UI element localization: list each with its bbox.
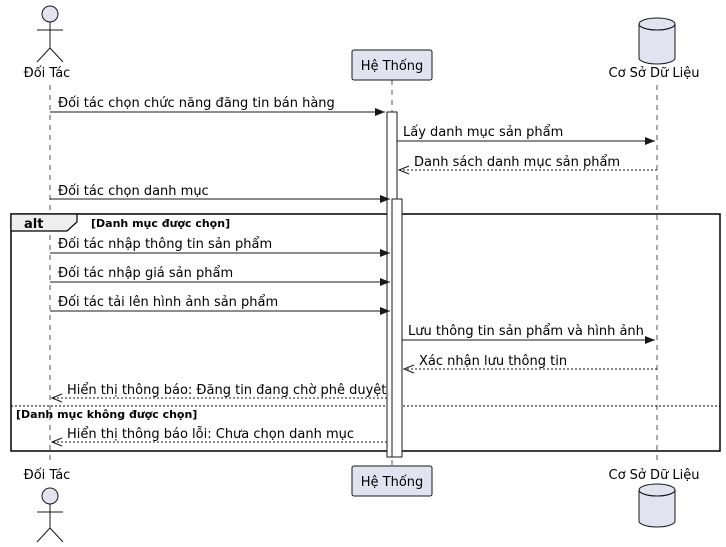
message-label: Lấy danh mục sản phẩm (403, 125, 563, 140)
arrow-head-open (397, 165, 410, 175)
alt-condition-2: [Danh mục không được chọn] (16, 408, 197, 421)
message-label: Lưu thông tin sản phẩm và hình ảnh (408, 324, 644, 339)
message-label: Hiển thị thông báo: Đăng tin đang chờ ph… (67, 383, 386, 398)
participant-box-system-top (351, 49, 433, 81)
message-label: Xác nhận lưu thông tin (419, 354, 567, 369)
arrow-head (645, 336, 655, 344)
arrow-head-open (402, 364, 415, 374)
message-label: Đối tác nhập giá sản phẩm (58, 266, 233, 281)
database-icon-bottom (638, 483, 676, 528)
participant-label-database-top: Cơ Sở Dữ Liệu (609, 66, 700, 81)
actor-partner-bottom (36, 487, 64, 543)
message-label: Đối tác chọn danh mục (58, 184, 209, 199)
message-label: Đối tác tải lên hình ảnh sản phẩm (58, 295, 278, 310)
alt-fragment: alt [Danh mục được chọn] [Danh mục không… (10, 213, 721, 452)
alt-condition-1: [Danh mục được chọn] (91, 217, 230, 230)
message-label: Đối tác nhập thông tin sản phẩm (58, 237, 272, 252)
participant-label-system-bottom: Hệ Thống (361, 475, 424, 490)
message-label: Danh sách danh mục sản phẩm (414, 155, 620, 170)
participant-label-partner-bottom: Đối Tác (24, 468, 71, 483)
message-label: Đối tác chọn chức năng đăng tin bán hàng (58, 96, 335, 111)
arrow-head (645, 137, 655, 145)
activation-bar-inner (391, 198, 403, 458)
alt-keyword: alt (24, 217, 43, 232)
arrow-head (380, 278, 390, 286)
arrow-head (380, 307, 390, 315)
participant-label-database-bottom: Cơ Sở Dữ Liệu (609, 468, 700, 483)
arrow-head (380, 249, 390, 257)
database-icon-top (638, 17, 676, 65)
participant-label-system-top: Hệ Thống (361, 59, 424, 74)
participant-box-system-bottom (351, 465, 433, 497)
arrow-head (375, 108, 385, 116)
actor-partner-top (36, 5, 64, 63)
arrow-head-open (50, 393, 63, 403)
participant-label-partner-top: Đối Tác (24, 66, 71, 81)
arrow-head (380, 195, 390, 203)
message-label: Hiển thị thông báo lỗi: Chưa chọn danh m… (67, 427, 354, 442)
arrow-head-open (50, 437, 63, 447)
